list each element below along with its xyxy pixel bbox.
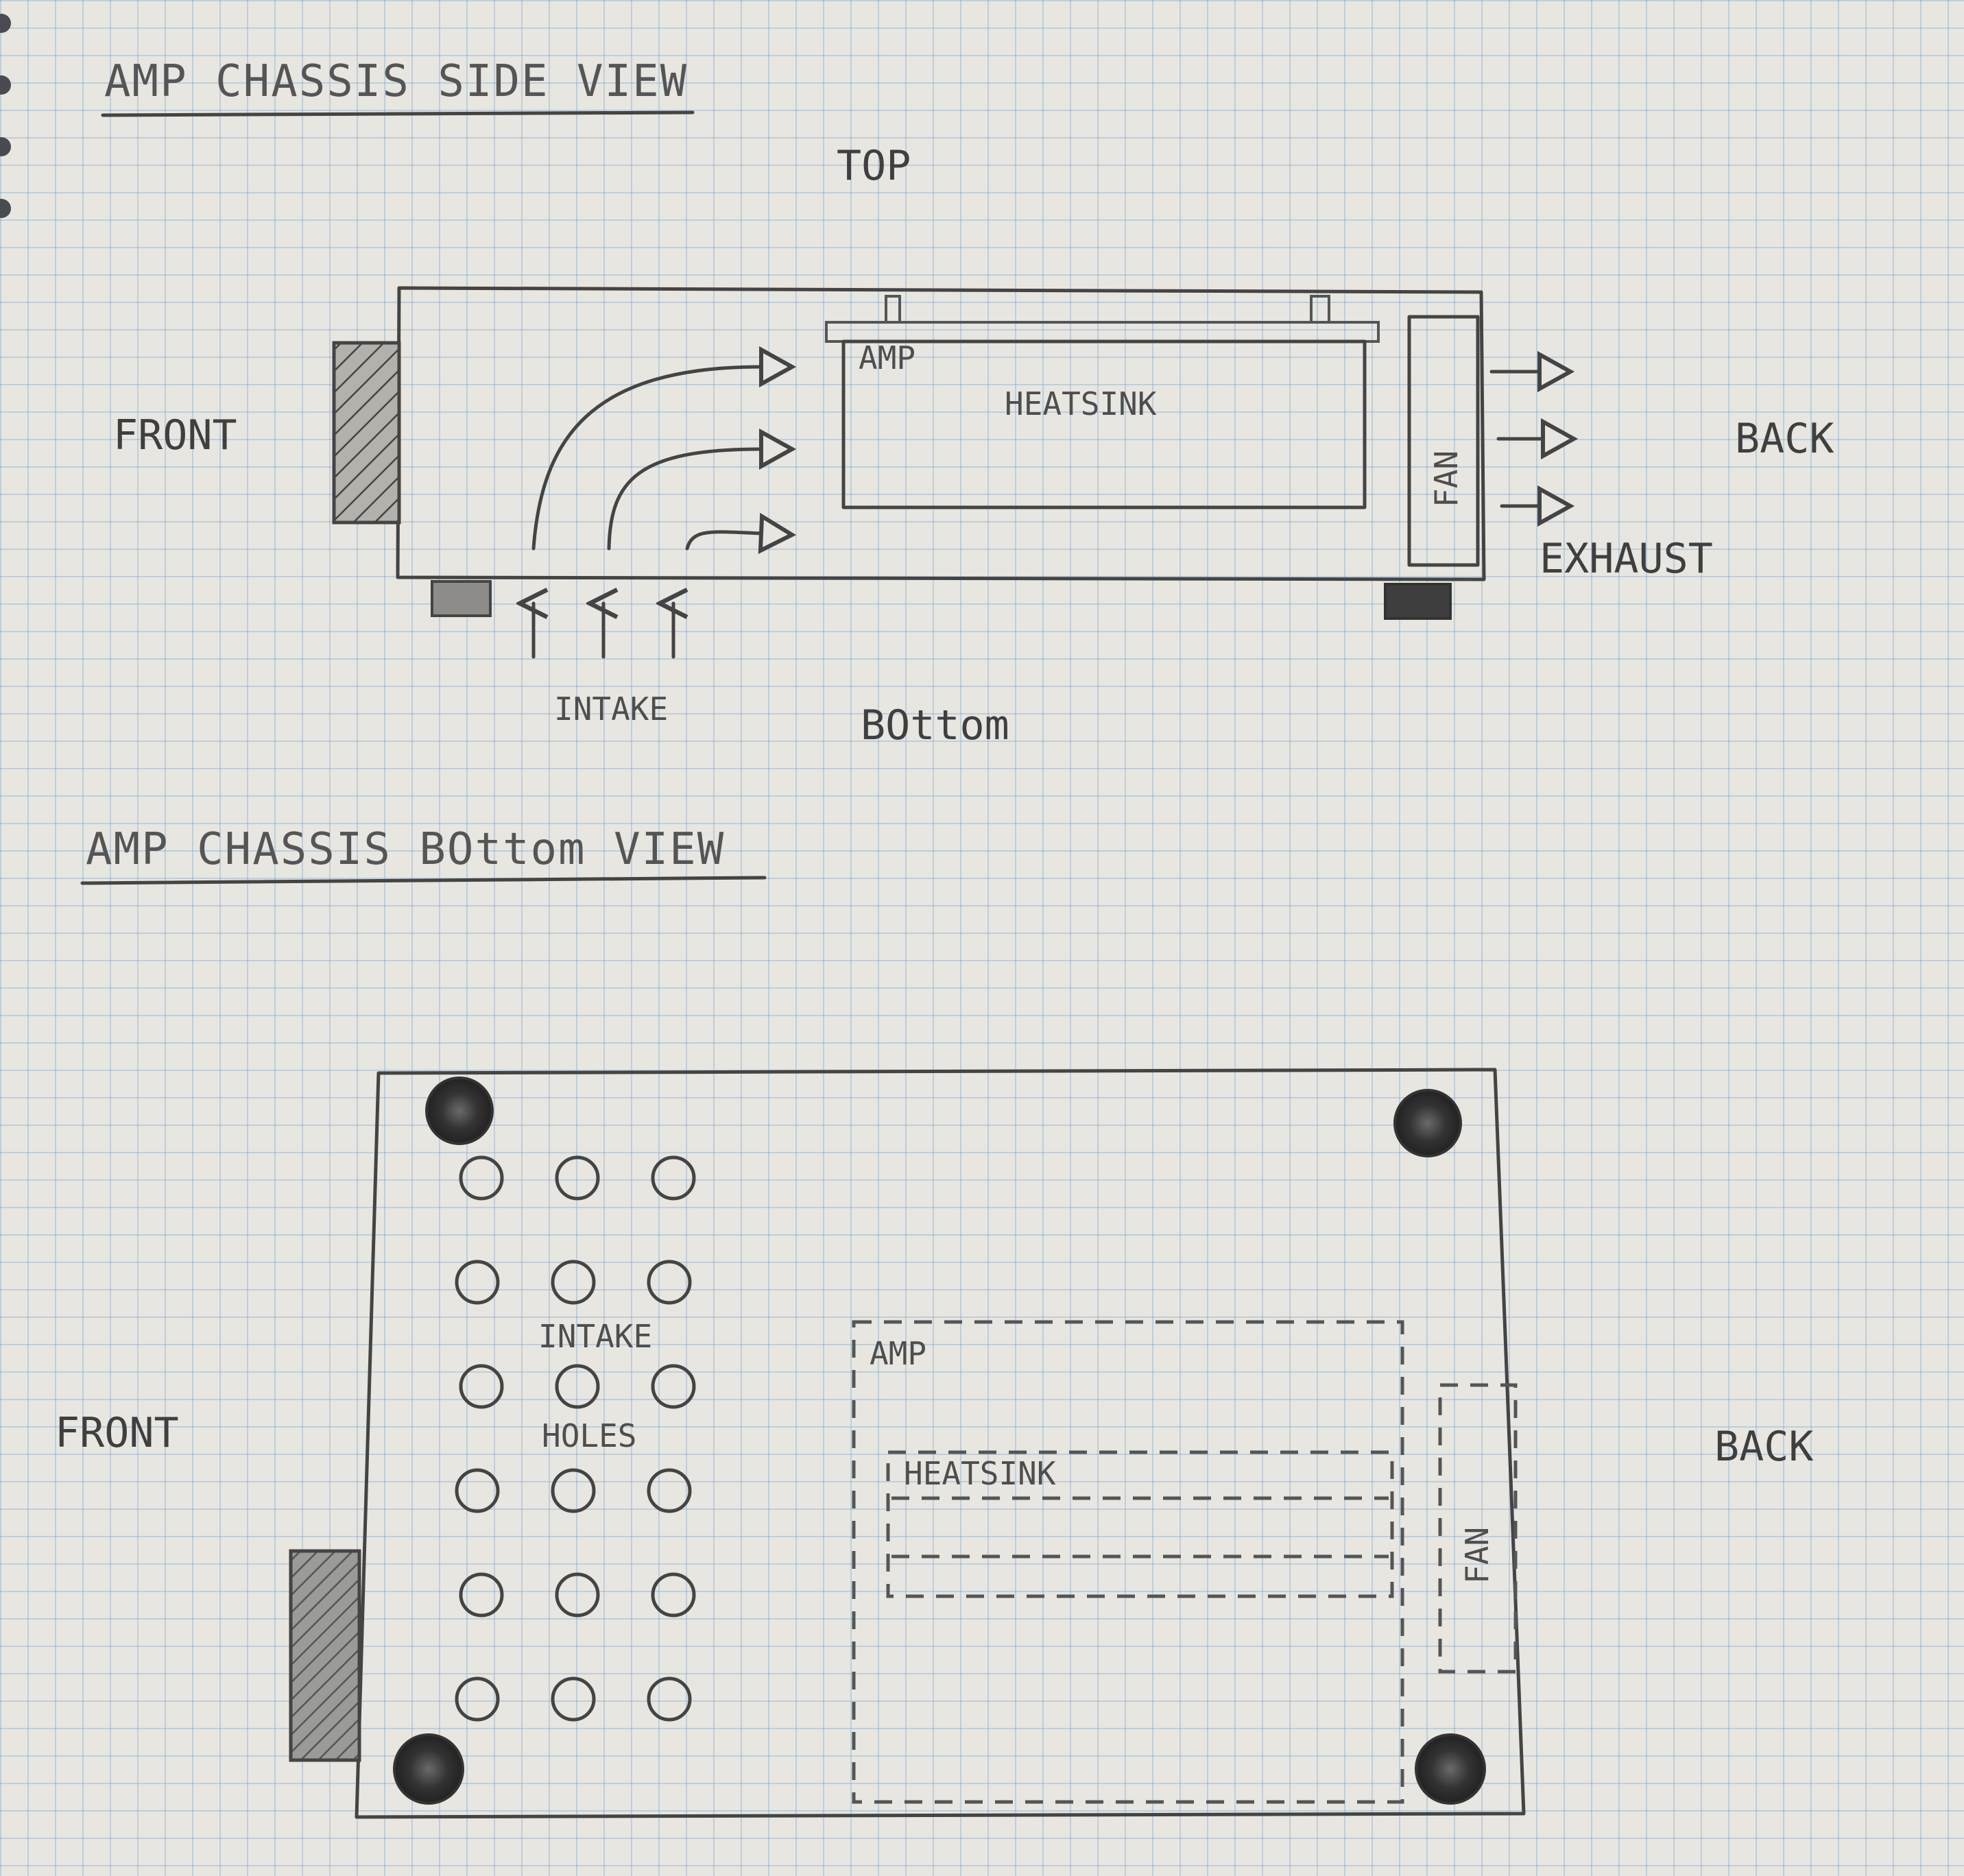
intake-hole — [647, 1676, 692, 1722]
fan-side — [1407, 315, 1480, 567]
bottom-view-title: AMP CHASSIS BOttom VIEW — [86, 824, 725, 875]
intake-hole — [455, 1676, 500, 1722]
front-label-bottom: FRONT — [55, 1409, 179, 1457]
intake-hole — [555, 1155, 600, 1201]
amp-label-side: AMP — [859, 339, 915, 376]
intake-hole — [647, 1468, 692, 1513]
bottom-view-title-underline — [80, 876, 767, 885]
intake-hole — [551, 1676, 596, 1722]
heatsink-label-bottom: HEATSINK — [904, 1455, 1056, 1492]
back-label-side: BACK — [1735, 415, 1834, 463]
intake-hole — [459, 1572, 504, 1618]
front-label-side: FRONT — [113, 411, 237, 459]
binding-hole — [0, 75, 11, 95]
rubber-foot — [393, 1733, 464, 1805]
amp-standoff — [885, 295, 901, 324]
fan-label-side: FAN — [1428, 450, 1465, 507]
intake-hole — [551, 1260, 596, 1305]
airflow-curve — [685, 532, 761, 549]
intake-hole-grid — [455, 1155, 696, 1722]
binding-hole — [0, 14, 11, 33]
intake-hole — [455, 1468, 500, 1513]
chassis-bottom-outline — [355, 1068, 1526, 1819]
heatsink-side — [841, 339, 1367, 509]
intake-hole — [455, 1260, 500, 1305]
bottom-view: AMP CHASSIS BOttom VIEW FRONT BACK INTAK… — [55, 824, 1814, 1819]
airflow-curve — [607, 449, 761, 551]
amp-standoff — [1310, 295, 1330, 324]
intake-label-side: INTAKE — [554, 690, 668, 727]
binding-hole — [0, 137, 11, 156]
airflow-curve — [531, 367, 761, 551]
side-view-title-underline — [101, 110, 695, 117]
front-panel-hatched — [332, 341, 401, 525]
amp-outline-bottom — [852, 1320, 1404, 1804]
notebook-binding — [0, 0, 11, 1876]
fan-outline-bottom — [1438, 1383, 1518, 1674]
exhaust-label: EXHAUST — [1540, 535, 1713, 583]
front-panel-hatched-bottom — [289, 1549, 361, 1762]
rubber-foot — [425, 1077, 494, 1145]
chassis-side-outline — [396, 286, 1486, 581]
intake-hole — [651, 1364, 696, 1409]
rubber-foot — [1393, 1089, 1462, 1157]
side-view: AMP CHASSIS SIDE VIEW TOP BOttom FRONT B… — [101, 56, 1834, 749]
intake-hole — [555, 1572, 600, 1618]
holes-label-bottom: HOLES — [542, 1417, 636, 1454]
back-label-bottom: BACK — [1714, 1423, 1814, 1471]
intake-label-bottom: INTAKE — [538, 1318, 652, 1355]
intake-hole — [551, 1468, 596, 1513]
amp-board-side — [825, 321, 1380, 343]
binding-hole — [0, 199, 11, 218]
top-label: TOP — [837, 142, 911, 190]
intake-hole — [555, 1364, 600, 1409]
side-view-title: AMP CHASSIS SIDE VIEW — [104, 56, 688, 107]
intake-hole — [651, 1155, 696, 1201]
heatsink-outline-bottom — [886, 1450, 1394, 1598]
fan-label-bottom: FAN — [1459, 1527, 1496, 1584]
intake-hole — [647, 1260, 692, 1305]
rubber-foot — [1415, 1733, 1486, 1805]
intake-hole — [459, 1364, 504, 1409]
heatsink-label-side: HEATSINK — [1005, 385, 1157, 422]
amp-label-bottom: AMP — [870, 1335, 926, 1372]
back-foot — [1384, 583, 1452, 620]
intake-hole — [651, 1572, 696, 1618]
bottom-label: BOttom — [861, 701, 1009, 749]
intake-hole — [459, 1155, 504, 1201]
front-foot — [431, 580, 492, 617]
